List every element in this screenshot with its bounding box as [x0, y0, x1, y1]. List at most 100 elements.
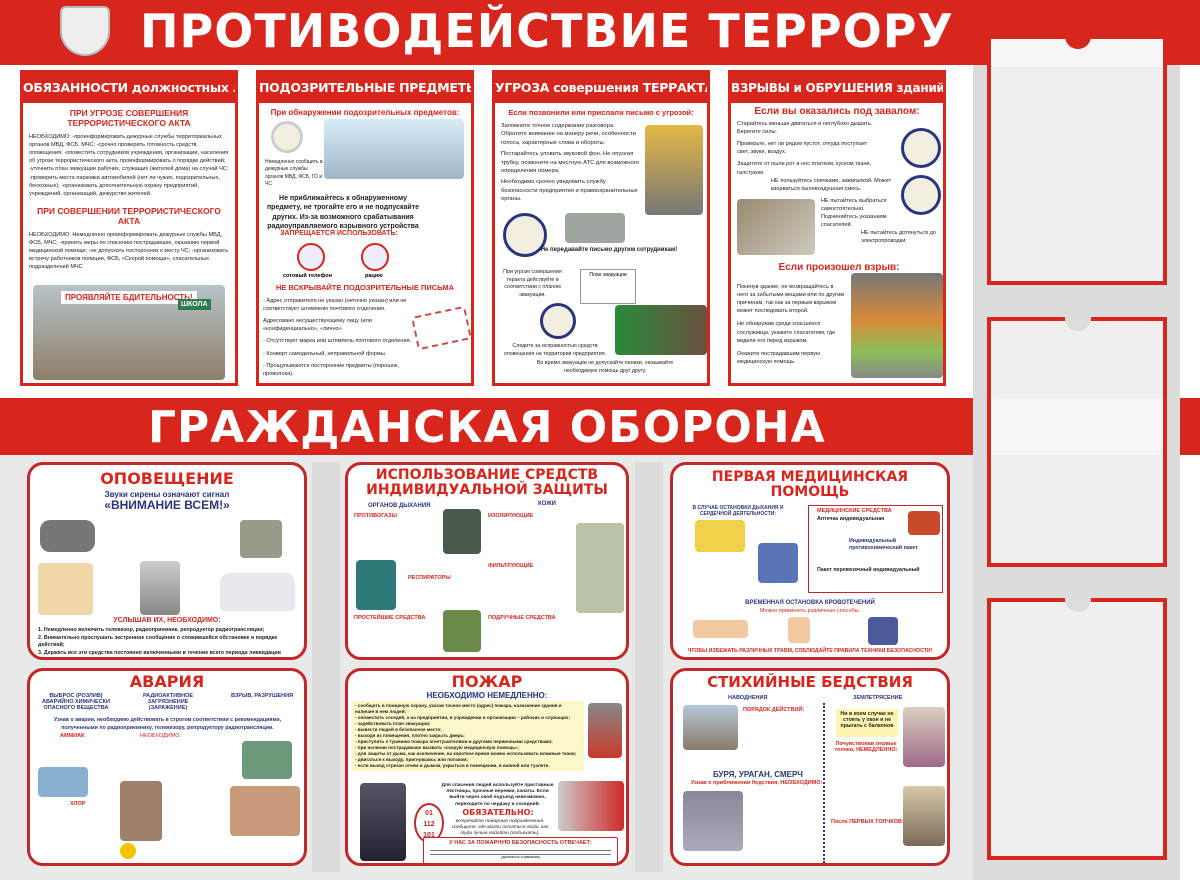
step: 1. Немедленно включить телевизор, радиоп…	[38, 627, 265, 633]
section-title: ГРАЖДАНСКАЯ ОБОРОНА	[148, 402, 826, 453]
page-title: ПРОТИВОДЕЙСТВИЕ ТЕРРОРУ	[140, 4, 954, 58]
subheading: ПРИ УГРОЗЕ СОВЕРШЕНИЯ ТЕРРОРИСТИЧЕСКОГО …	[67, 108, 191, 128]
family-illustration	[38, 767, 88, 797]
text: - Конверт самодельный, неправильной форм…	[263, 350, 387, 357]
instructions: Старайтесь меньше двигаться и неглубоко …	[731, 120, 881, 177]
subheading: ВРЕМЕННАЯ ОСТАНОВКА КРОВОТЕЧЕНИЙ	[745, 600, 875, 606]
caption: (должность и фамилия)	[501, 855, 540, 859]
text: - Прощупываются посторонние предметы (по…	[263, 362, 400, 377]
text: Окажите пострадавшим первую медицинскую …	[737, 350, 821, 365]
text: НЕОБХОДИМО: -проинформировать дежурные с…	[29, 134, 229, 197]
label: рацию	[365, 273, 383, 279]
phone-icon	[297, 243, 325, 271]
phone-number: 101	[423, 832, 435, 839]
text: встречайте пожарные подразделения, сообщ…	[451, 819, 549, 837]
text: «ВНИМАНИЕ ВСЕМ!»	[104, 497, 230, 512]
document-pocket[interactable]	[987, 598, 1167, 860]
text: Запомните точное содержание разговора. О…	[501, 123, 636, 146]
text: Покинув здание, не возвращайтесь в него …	[737, 284, 845, 315]
fire-truck-illustration	[558, 781, 624, 831]
text: НЕ пытайтесь дотянуться до электропровод…	[861, 230, 936, 245]
collapse-illustration	[230, 786, 300, 836]
text: Следите за исправностью средств оповещен…	[503, 343, 607, 357]
column-heading: КОЖИ	[538, 501, 556, 507]
letter-signs: - Адрес отправителя не указан (неточно у…	[263, 297, 413, 378]
alarm-icon	[540, 303, 576, 339]
subheading: УСЛЫШАВ ИХ, НЕОБХОДИМО:	[113, 617, 221, 624]
column-heading: РАДИОАКТИВНОЕ ЗАГРЯЗНЕНИЕ (ЗАРАЖЕНИЕ)	[142, 693, 194, 711]
tv-icon	[240, 520, 282, 558]
panel-explosions: ВЗРЫВЫ и ОБРУШЕНИЯ зданий Если вы оказал…	[728, 70, 946, 386]
firefighter-illustration	[588, 703, 622, 758]
shield-emblem-icon	[60, 6, 110, 56]
text: Немедленно сообщить в дежурные службы ор…	[265, 159, 323, 187]
subheading: При обнаружении подозрительных предметов…	[270, 108, 460, 117]
fire-instructions: - сообщить в пожарную охрану, указав точ…	[352, 701, 584, 771]
subheading: ЗАПРЕЩАЕТСЯ ИСПОЛЬЗОВАТЬ:	[280, 230, 398, 237]
first-aid-kit-icon	[908, 511, 940, 535]
panel-ppe: ИСПОЛЬЗОВАНИЕ СРЕДСТВ ИНДИВИДУАЛЬНОЙ ЗАЩ…	[345, 462, 629, 660]
instruction: - если выход отрезан огнем и дымом, укры…	[355, 762, 550, 768]
street-illustration	[324, 119, 464, 179]
subheading: Если позвонили или прислали письмо с угр…	[508, 108, 694, 117]
label: ПОДРУЧНЫЕ СРЕДСТВА	[488, 615, 556, 621]
label: После ПЕРВЫХ ТОЛЧКОВ:	[831, 819, 904, 825]
instruction: - вывести людей в безопасное место;	[355, 726, 442, 732]
station-illustration	[565, 213, 625, 243]
column-heading: ВЫБРОС (РОЗЛИВ) АВАРИЙНО ХИМИЧЕСКИ ОПАСН…	[42, 693, 110, 711]
cpr-illustration	[758, 543, 798, 583]
text: Проверьте, нет ли рядом пустот, откуда п…	[737, 141, 868, 156]
tourniquet-illustration	[693, 620, 748, 638]
text: Узнав о приближении бедствия, НЕОБХОДИМО…	[691, 780, 823, 786]
panel-title: ПЕРВАЯ МЕДИЦИНСКАЯ	[711, 469, 909, 485]
document-pocket[interactable]	[987, 35, 1167, 285]
panel-fire: ПОЖАР НЕОБХОДИМО НЕМЕДЛЕННО: - сообщить …	[345, 668, 629, 866]
panel-title: ПОМОЩЬ	[770, 483, 850, 500]
subheading: НЕ ВСКРЫВАЙТЕ ПОДОЗРИТЕЛЬНЫЕ ПИСЬМА	[275, 283, 455, 292]
panel-title: СТИХИЙНЫЕ БЕДСТВИЯ	[707, 673, 913, 691]
subheading: Если произошел взрыв:	[778, 262, 900, 273]
phone-number: 112	[423, 821, 435, 828]
subheading: ПРИ СОВЕРШЕНИИ ТЕРРОРИСТИЧЕСКОГО АКТА	[37, 205, 221, 226]
phone-number: 01	[425, 810, 433, 817]
label: Почувствовав первые толчки, НЕМЕДЛЕННО:	[834, 741, 898, 753]
label: АММИАК	[60, 733, 85, 739]
subheading: БУРЯ, УРАГАН, СМЕРЧ	[713, 770, 803, 779]
instruction: - для защиты от дыма, как исключение, на…	[355, 750, 577, 756]
text: Узнав о аварии, необходимо действовать в…	[53, 717, 282, 731]
divider	[823, 703, 825, 863]
divider	[312, 462, 340, 872]
siren-icon	[140, 561, 180, 615]
instruction: - приступить к тушению пожара огнетушите…	[355, 738, 553, 744]
text: Не передавайте письмо другим сотрудникам…	[540, 247, 678, 253]
document-pocket[interactable]	[987, 317, 1167, 567]
label: ПРОТИВОГАЗЫ	[354, 513, 397, 519]
flood-illustration	[683, 705, 738, 750]
chimney-illustration	[120, 781, 162, 841]
instruction: - выходя из помещения, плотно закрыть дв…	[355, 732, 465, 738]
text: - Отсутствует марка или штемпель почтово…	[263, 338, 412, 345]
people-illustration	[903, 707, 945, 767]
text: Старайтесь меньше двигаться и неглубоко …	[737, 121, 873, 136]
panel-terror-threat: УГРОЗА совершения ТЕРРАКТА Если позвонил…	[492, 70, 710, 386]
label: НЕОБХОДИМО:	[140, 733, 182, 739]
radiation-icon	[120, 843, 136, 859]
step: 3. Держать все эти средства постоянно вк…	[38, 650, 281, 657]
school-illustration: ПРОЯВЛЯЙТЕ БДИТЕЛЬНОСТЬ! ШКОЛА	[33, 285, 225, 380]
text: При угрозе совершения теракта действуйте…	[503, 269, 562, 299]
limb-bend-illustration	[868, 617, 898, 645]
panel-title: ИНДИВИДУАЛЬНОЙ ЗАЩИТЫ	[366, 481, 608, 498]
radio-icon	[361, 243, 389, 271]
panel-title: УГРОЗА совершения ТЕРРАКТА	[495, 73, 707, 103]
doorway-illustration	[903, 786, 945, 846]
panel-title: ОПОВЕЩЕНИЕ	[100, 469, 234, 488]
warning-box: Ни в коем случае не стоять у окон и не п…	[836, 709, 898, 737]
column-heading: ВЗРЫВ, РАЗРУШЕНИЯ	[230, 693, 294, 699]
column-heading: ЗЕМЛЕТРЯСЕНИЕ	[853, 695, 903, 701]
panel-title: АВАРИЯ	[129, 672, 205, 691]
envelope-icon	[411, 305, 471, 351]
medical-supplies-box: МЕДИЦИНСКИЕ СРЕДСТВА Аптечка индивидуаль…	[808, 505, 943, 593]
extinguisher-man-illustration	[360, 783, 406, 861]
label: ФИЛЬТРУЮЩИЕ	[488, 563, 534, 569]
panel-accident: АВАРИЯ ВЫБРОС (РОЗЛИВ) АВАРИЙНО ХИМИЧЕСК…	[27, 668, 307, 866]
